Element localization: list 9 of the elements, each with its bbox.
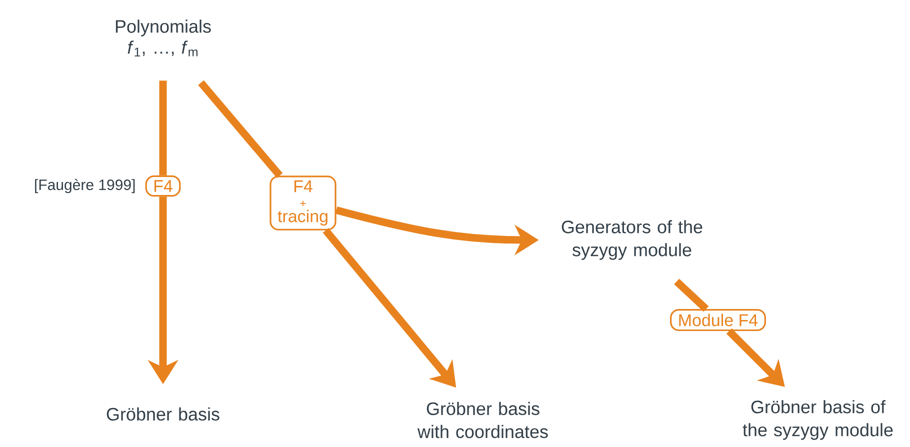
text-label: Gröbner basis of the syzygy module: [742, 400, 893, 440]
text-label: Gröbner basis: [106, 407, 220, 421]
process-box: Module F4: [670, 308, 766, 332]
process-box: F4: [145, 175, 181, 197]
citation-label: [Faugère 1999]: [35, 178, 135, 194]
process-box: F4 + tracing: [270, 176, 336, 230]
text-label: Generators of the syzygy module: [562, 220, 702, 260]
text-label: Gröbner basis with coordinates: [417, 402, 548, 438]
text-label: Polynomials f$_{1}$, …, f$_{m}$: [116, 20, 211, 56]
